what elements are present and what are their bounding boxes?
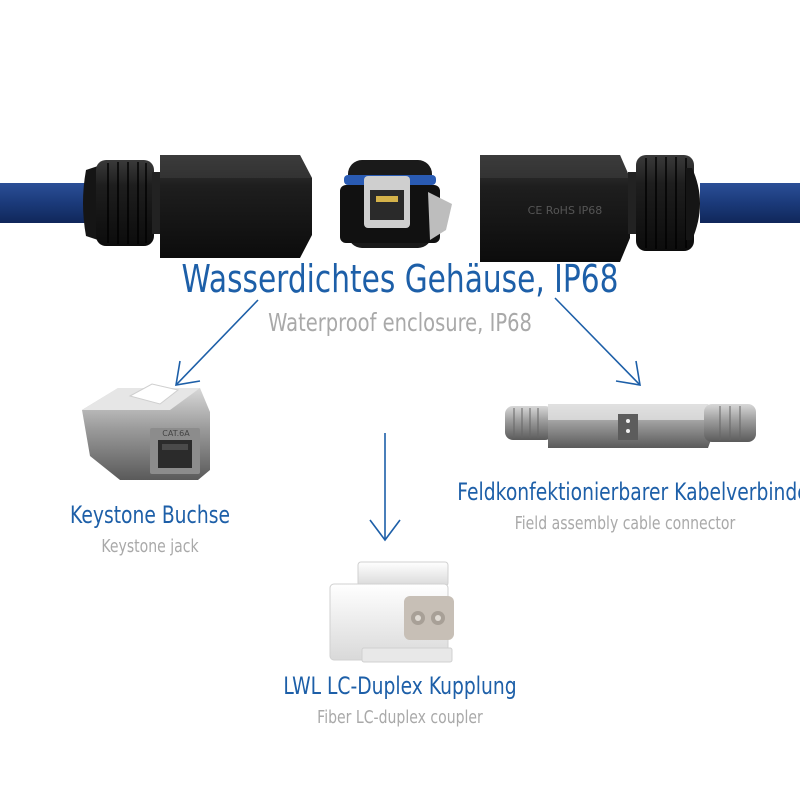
- arrow-down-right-icon: [554, 297, 641, 386]
- housing-insert: [340, 160, 452, 248]
- keystone-label-en: Keystone jack: [101, 536, 199, 557]
- field-connector-label-de: Feldkonfektionierbarer Kabelverbinder: [457, 478, 800, 506]
- field-connector-label-en: Field assembly cable connector: [514, 513, 736, 534]
- keystone-marking: CAT.6A: [162, 429, 190, 438]
- right-cable: [700, 183, 800, 223]
- housing-left: [83, 155, 312, 258]
- housing-right: [480, 155, 700, 262]
- housing-label-de: Wasserdichtes Gehäuse, IP68: [181, 257, 619, 301]
- left-cable: [0, 183, 95, 223]
- keystone-jack-image: CAT.6A: [82, 383, 210, 480]
- housing-label-en: Waterproof enclosure, IP68: [268, 308, 532, 337]
- arrow-down-left-icon: [175, 299, 259, 386]
- lc-coupler-image: [329, 561, 454, 663]
- lc-coupler-label-en: Fiber LC-duplex coupler: [317, 707, 483, 728]
- housing-marking: CE RoHS IP68: [528, 204, 603, 217]
- arrow-down-icon: [369, 433, 401, 542]
- keystone-label-de: Keystone Buchse: [70, 501, 230, 529]
- field-connector-image: [505, 404, 756, 448]
- lc-coupler-label-de: LWL LC-Duplex Kupplung: [283, 672, 517, 700]
